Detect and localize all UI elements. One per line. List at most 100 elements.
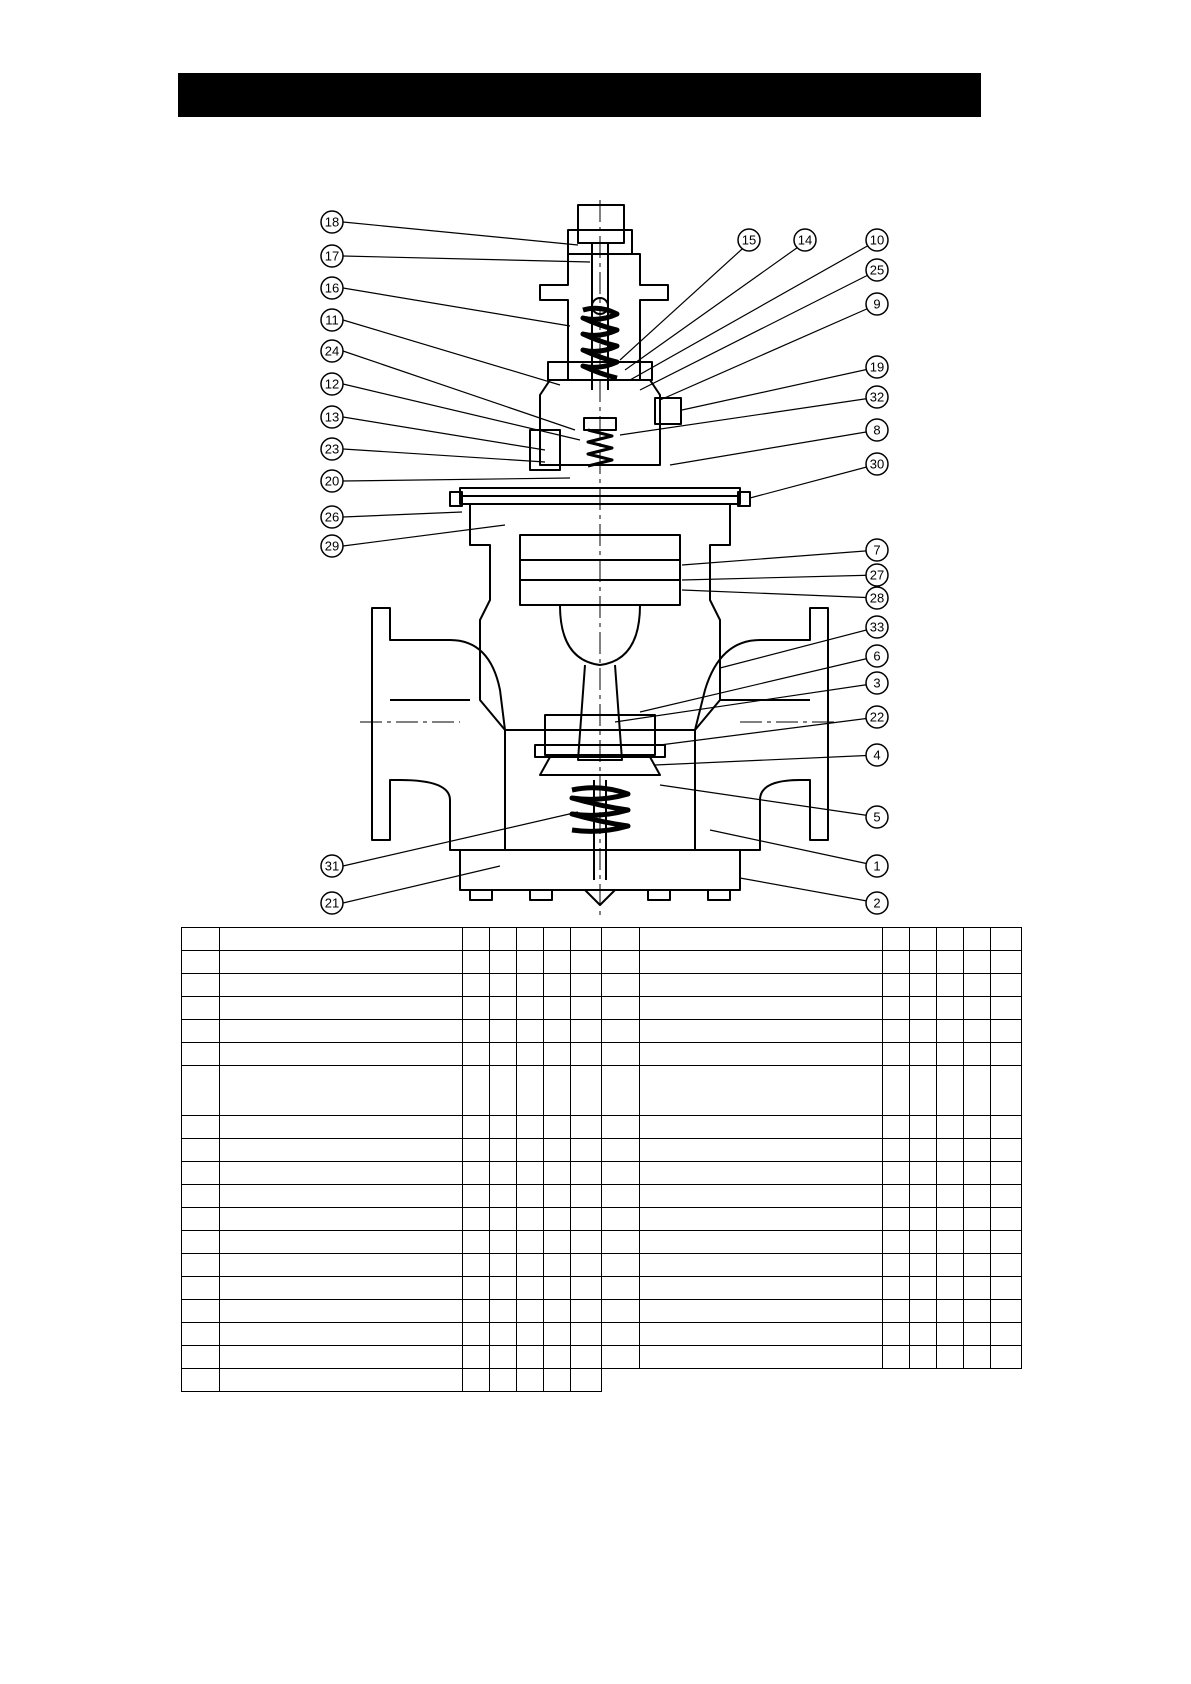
table-cell	[909, 1019, 937, 1043]
table-cell	[639, 1138, 883, 1162]
table-cell	[963, 1161, 991, 1185]
table-cell	[181, 1299, 220, 1323]
table-cell	[882, 927, 910, 951]
table-cell	[990, 1184, 1022, 1208]
table-cell	[601, 1253, 640, 1277]
table-cell	[219, 1065, 463, 1116]
callout-label: 6	[873, 649, 880, 664]
table-cell	[882, 996, 910, 1020]
table-cell	[219, 1115, 463, 1139]
table-cell	[601, 1322, 640, 1346]
table-cell	[639, 950, 883, 974]
table-cell	[963, 1207, 991, 1231]
table-cell	[516, 1138, 544, 1162]
table-row	[601, 1276, 1022, 1300]
table-row	[601, 1345, 1022, 1369]
table-cell	[990, 996, 1022, 1020]
table-cell	[462, 1322, 490, 1346]
table-cell	[570, 1253, 602, 1277]
table-cell	[936, 1276, 964, 1300]
table-cell	[516, 1299, 544, 1323]
table-cell	[462, 1161, 490, 1185]
table-row	[181, 973, 602, 997]
table-cell	[570, 1230, 602, 1254]
table-cell	[489, 927, 517, 951]
table-cell	[219, 950, 463, 974]
table-cell	[909, 950, 937, 974]
table-cell	[909, 1299, 937, 1323]
table-cell	[882, 1019, 910, 1043]
table-cell	[909, 973, 937, 997]
valve-body	[371, 607, 506, 851]
table-cell	[963, 1276, 991, 1300]
table-cell	[543, 973, 571, 997]
callout-label: 7	[873, 543, 880, 558]
table-cell	[601, 1065, 640, 1116]
callout-label: 13	[325, 410, 339, 425]
table-row	[601, 1207, 1022, 1231]
table-row	[601, 1299, 1022, 1323]
table-cell	[462, 1019, 490, 1043]
table-cell	[909, 1230, 937, 1254]
adjusting-screw-cap	[577, 204, 625, 244]
table-cell	[909, 1042, 937, 1066]
table-row	[601, 950, 1022, 974]
table-cell	[489, 1207, 517, 1231]
cylinder	[469, 504, 731, 731]
table-cell	[601, 1042, 640, 1066]
table-cell	[543, 996, 571, 1020]
table-cell	[570, 1345, 602, 1369]
table-cell	[639, 1115, 883, 1139]
table-cell	[882, 1115, 910, 1139]
table-cell	[909, 996, 937, 1020]
table-cell	[990, 1276, 1022, 1300]
table-cell	[570, 1299, 602, 1323]
table-cell	[543, 1184, 571, 1208]
table-cell	[936, 1322, 964, 1346]
strainer-block	[654, 397, 682, 425]
table-cell	[639, 1322, 883, 1346]
table-cell	[543, 927, 571, 951]
table-cell	[601, 1207, 640, 1231]
table-cell	[909, 1115, 937, 1139]
table-cell	[909, 927, 937, 951]
table-cell	[570, 996, 602, 1020]
table-cell	[639, 1253, 883, 1277]
callout-label: 2	[873, 896, 880, 911]
table-cell	[543, 1230, 571, 1254]
table-cell	[570, 1138, 602, 1162]
parts-table-left	[181, 927, 602, 1392]
table-cell	[181, 1161, 220, 1185]
table-cell	[909, 1207, 937, 1231]
callout-label: 30	[870, 457, 884, 472]
table-cell	[543, 1065, 571, 1116]
callout-label: 8	[873, 423, 880, 438]
table-row	[601, 1253, 1022, 1277]
table-cell	[639, 1019, 883, 1043]
callout-label: 3	[873, 676, 880, 691]
table-cell	[462, 950, 490, 974]
table-cell	[543, 1115, 571, 1139]
table-cell	[219, 1019, 463, 1043]
table-cell	[181, 1230, 220, 1254]
table-row	[181, 950, 602, 974]
table-cell	[990, 1161, 1022, 1185]
callout-label: 1	[873, 859, 880, 874]
table-cell	[909, 1065, 937, 1116]
table-row	[601, 1322, 1022, 1346]
table-cell	[489, 1299, 517, 1323]
table-cell	[516, 996, 544, 1020]
table-cell	[219, 973, 463, 997]
table-cell	[936, 1042, 964, 1066]
table-row	[601, 973, 1022, 997]
table-cell	[181, 1184, 220, 1208]
table-cell	[963, 950, 991, 974]
table-cell	[963, 1299, 991, 1323]
table-cell	[462, 1065, 490, 1116]
table-cell	[543, 1042, 571, 1066]
table-cell	[181, 996, 220, 1020]
table-cell	[219, 927, 463, 951]
table-cell	[516, 950, 544, 974]
table-cell	[882, 1230, 910, 1254]
table-cell	[462, 1207, 490, 1231]
